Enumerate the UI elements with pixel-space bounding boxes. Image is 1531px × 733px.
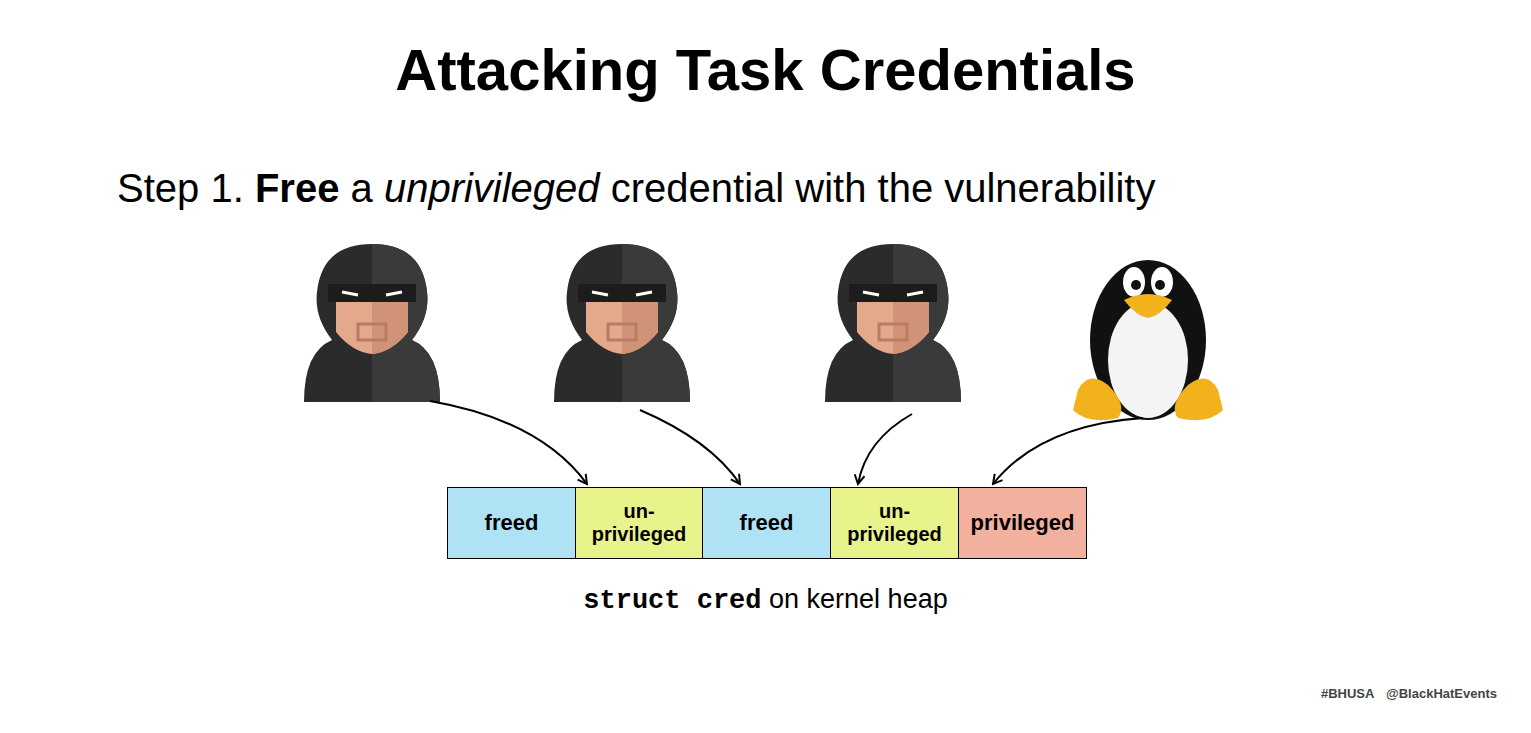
cred-slot: freed <box>447 487 576 559</box>
slot-label: freed <box>740 510 794 535</box>
step-text: Free <box>255 166 340 210</box>
heap-caption: struct cred on kernel heap <box>0 584 1531 616</box>
pointer-arrow <box>430 401 587 484</box>
struct-name: struct cred <box>583 586 761 616</box>
step-text: a <box>351 166 373 210</box>
cred-slot: un- privileged <box>830 487 959 559</box>
hashtag: #BHUSA <box>1321 686 1374 701</box>
cred-slot: freed <box>702 487 831 559</box>
attacker-figure <box>554 244 690 402</box>
tux-penguin <box>1073 260 1223 420</box>
pointer-arrow <box>640 410 740 484</box>
slot-label: privileged <box>971 510 1075 535</box>
slide-title: Attacking Task Credentials <box>0 36 1531 103</box>
step-text: Step 1. <box>117 166 244 210</box>
slot-label: un- privileged <box>576 500 702 546</box>
handle: @BlackHatEvents <box>1386 686 1497 701</box>
footer: #BHUSA @BlackHatEvents <box>1321 686 1497 701</box>
attacker-figure <box>825 244 961 402</box>
pointer-arrow <box>993 418 1143 484</box>
cred-slot: un- privileged <box>575 487 703 559</box>
slot-label: freed <box>485 510 539 535</box>
cred-slot: privileged <box>958 487 1087 559</box>
step-line: Step 1. Free a unprivileged credential w… <box>117 166 1155 211</box>
step-text: unprivileged <box>384 166 600 210</box>
attacker-figure <box>304 244 440 402</box>
slot-label: un- privileged <box>831 500 958 546</box>
pointer-arrow <box>858 414 912 484</box>
heap-text: on kernel heap <box>769 584 948 614</box>
step-text: credential with the vulnerability <box>611 166 1156 210</box>
